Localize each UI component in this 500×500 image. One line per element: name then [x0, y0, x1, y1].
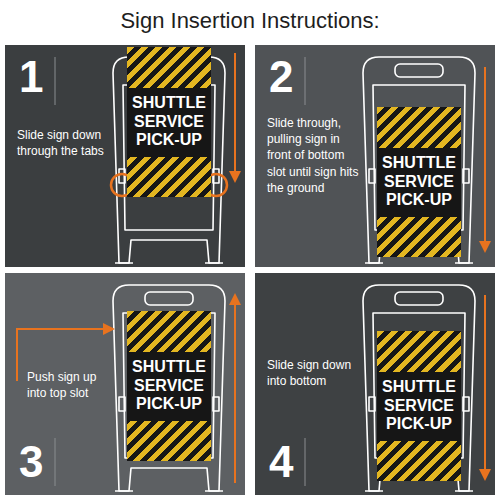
step-number: 3	[19, 440, 43, 484]
step-number: 2	[269, 55, 293, 99]
step-panel: 1Slide sign down through the tabs SHUTTLE…	[5, 45, 245, 267]
sign-text: SHUTTLE SERVICE PICK-UP	[382, 378, 456, 433]
instruction-text: Push sign up into top slot	[27, 369, 109, 401]
instruction-text: Slide sign down into bottom	[267, 357, 359, 389]
sign-board: SHUTTLE SERVICE PICK-UP	[377, 331, 461, 481]
step-panel: Push sign up into top slot 3 SHUTTLE SERVI…	[5, 273, 245, 495]
sign-text: SHUTTLE SERVICE PICK-UP	[132, 358, 206, 413]
instruction-text: Slide sign down through the tabs	[17, 127, 109, 159]
step-number: 1	[19, 55, 43, 99]
title: Sign Insertion Instructions:	[0, 8, 500, 34]
sign-board: SHUTTLE SERVICE PICK-UP	[127, 47, 211, 197]
sign-text: SHUTTLE SERVICE PICK-UP	[382, 154, 456, 209]
sign-board: SHUTTLE SERVICE PICK-UP	[127, 311, 211, 461]
instruction-text: Slide through, pulling sign in front of …	[267, 115, 361, 196]
sign-board: SHUTTLE SERVICE PICK-UP	[377, 107, 461, 257]
step-number: 4	[269, 440, 293, 484]
step-panel: Slide sign down into bottom 4 SHUTTLE SERV…	[255, 273, 495, 495]
sign-text: SHUTTLE SERVICE PICK-UP	[132, 94, 206, 149]
step-panel: 2Slide through, pulling sign in front of…	[255, 45, 495, 267]
